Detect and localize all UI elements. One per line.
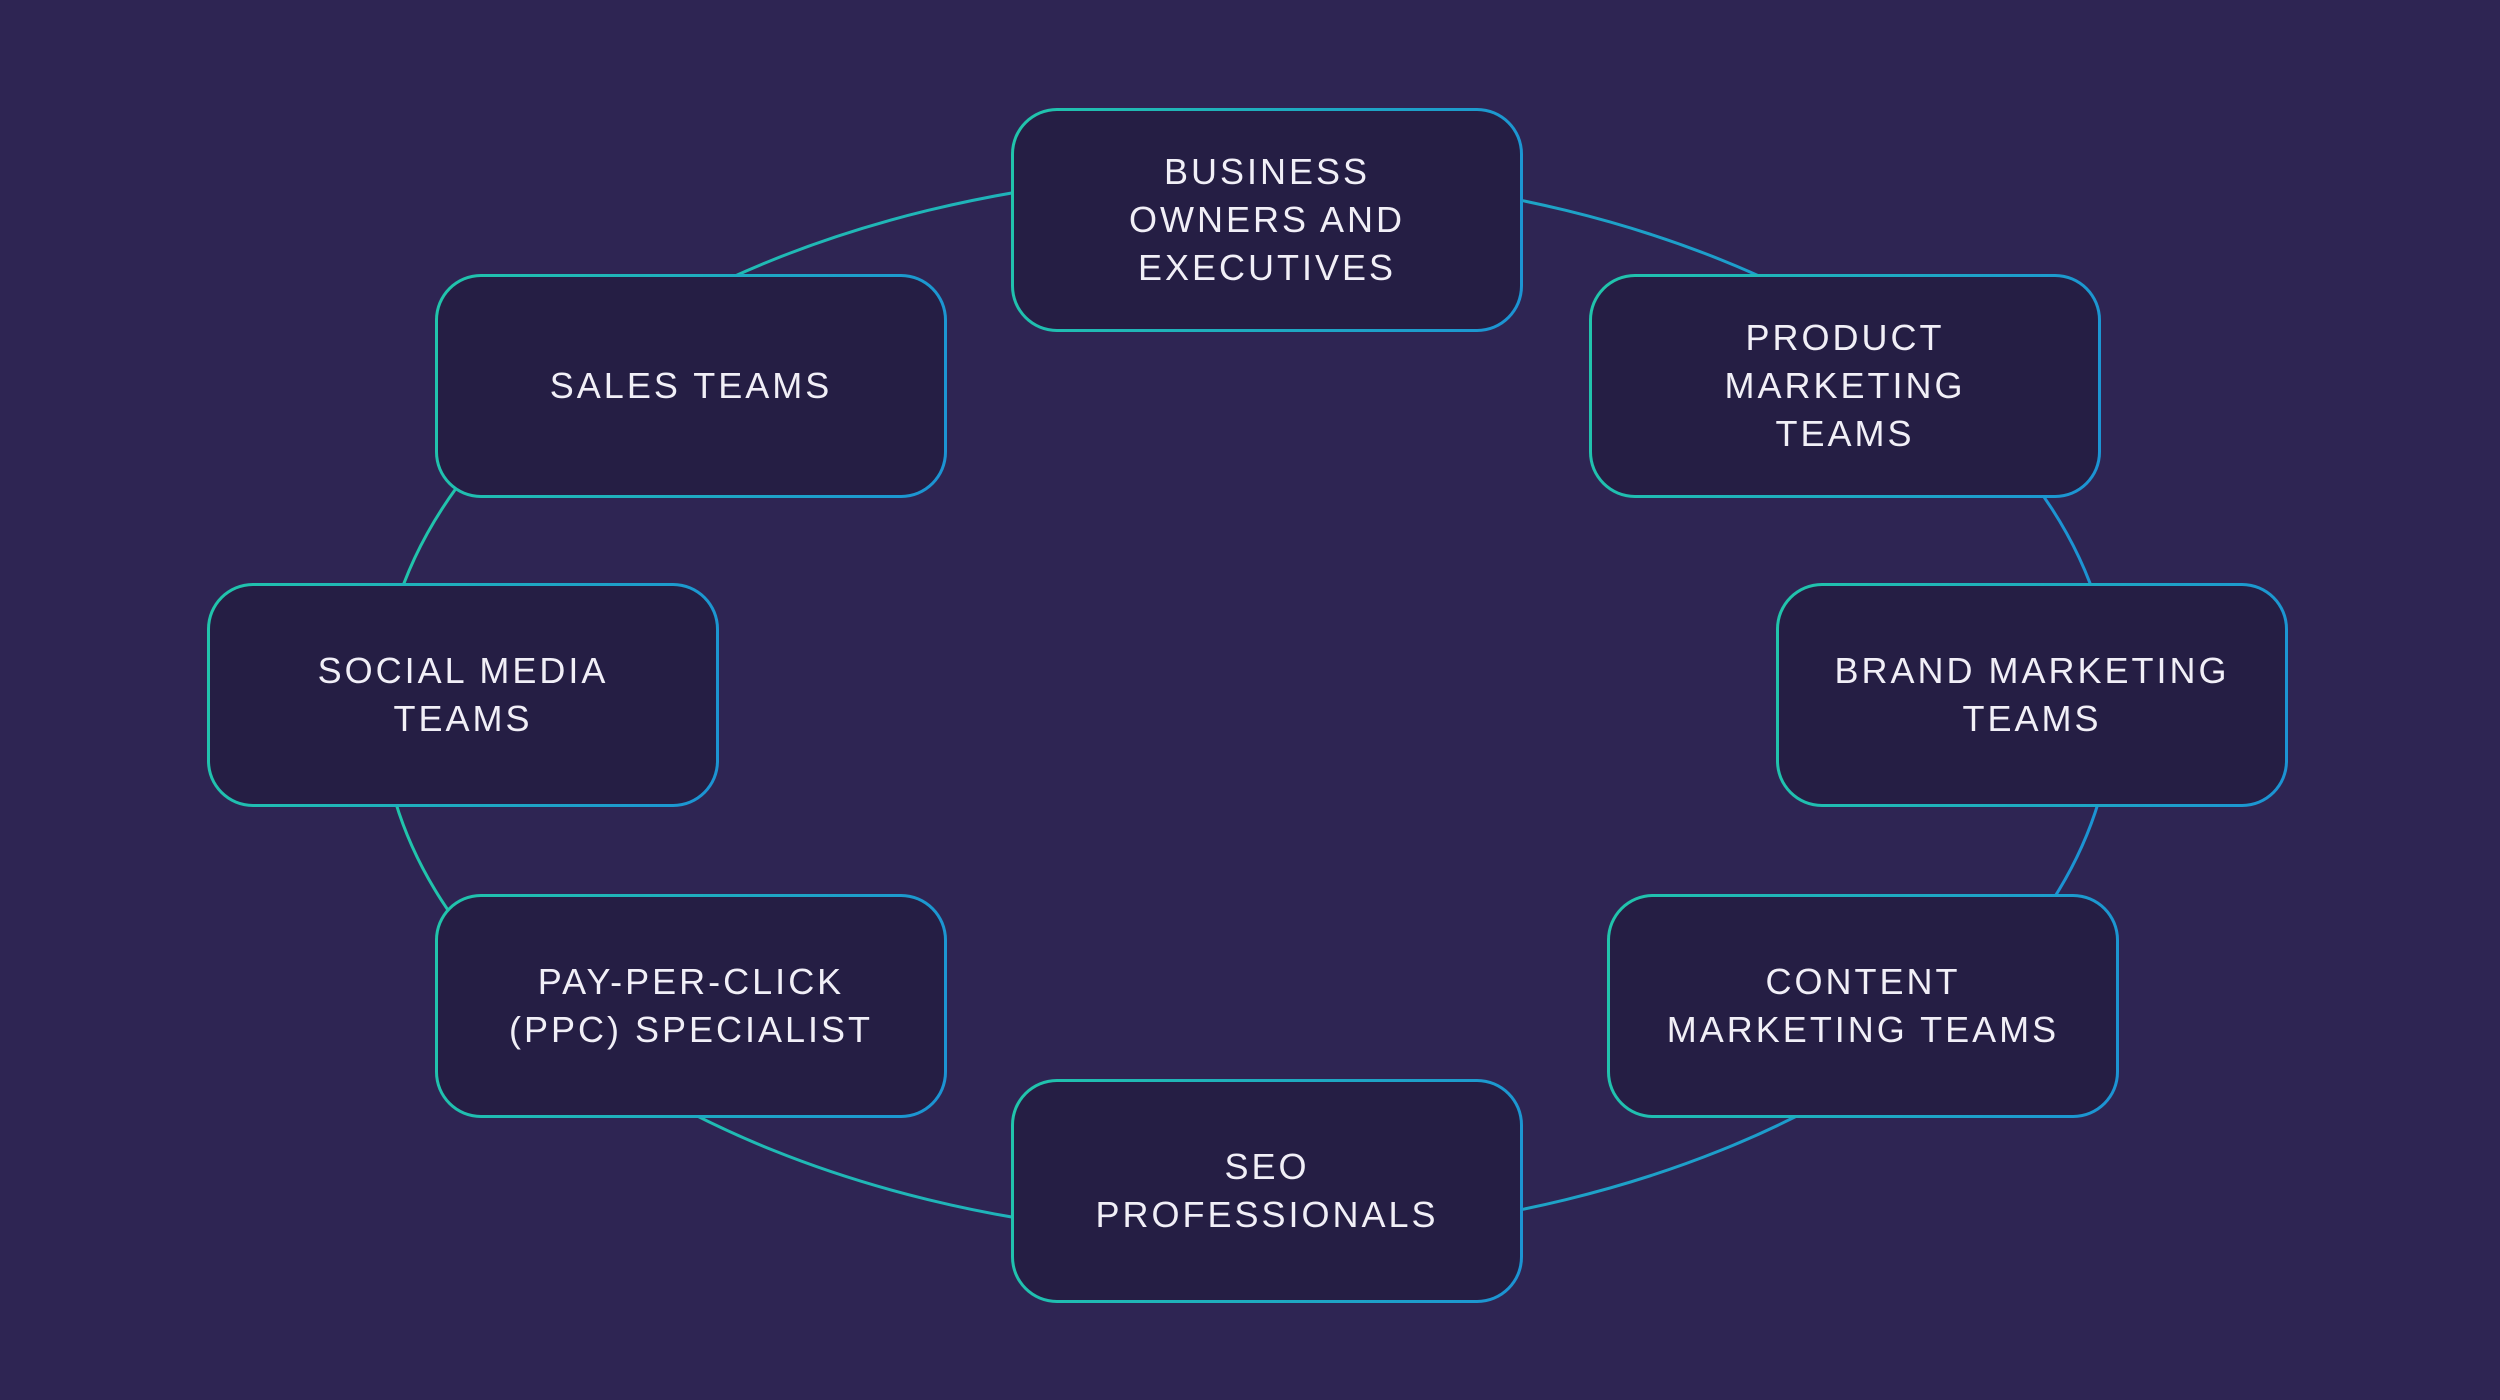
node-label: BUSINESS OWNERS AND EXECUTIVES (1128, 151, 1406, 288)
node-label: SEO PROFESSIONALS (1095, 1146, 1439, 1235)
node-label: CONTENT MARKETING TEAMS (1666, 961, 2060, 1050)
node-seo-professionals[interactable]: SEO PROFESSIONALS (1011, 1079, 1523, 1303)
node-pay-per-click-ppc-specialist[interactable]: PAY-PER-CLICK (PPC) SPECIALIST (435, 894, 947, 1118)
node-label: SOCIAL MEDIA TEAMS (317, 650, 609, 739)
node-label: PAY-PER-CLICK (PPC) SPECIALIST (508, 961, 874, 1050)
node-product-marketing-teams[interactable]: PRODUCT MARKETING TEAMS (1589, 274, 2101, 498)
node-sales-teams[interactable]: SALES TEAMS (435, 274, 947, 498)
node-label: BRAND MARKETING TEAMS (1834, 650, 2230, 739)
node-content-marketing-teams[interactable]: CONTENT MARKETING TEAMS (1607, 894, 2119, 1118)
node-business-owners-and-executives[interactable]: BUSINESS OWNERS AND EXECUTIVES (1011, 108, 1523, 332)
node-label: SALES TEAMS (549, 365, 833, 406)
node-label: PRODUCT MARKETING TEAMS (1724, 317, 1966, 454)
node-social-media-teams[interactable]: SOCIAL MEDIA TEAMS (207, 583, 719, 807)
node-brand-marketing-teams[interactable]: BRAND MARKETING TEAMS (1776, 583, 2288, 807)
